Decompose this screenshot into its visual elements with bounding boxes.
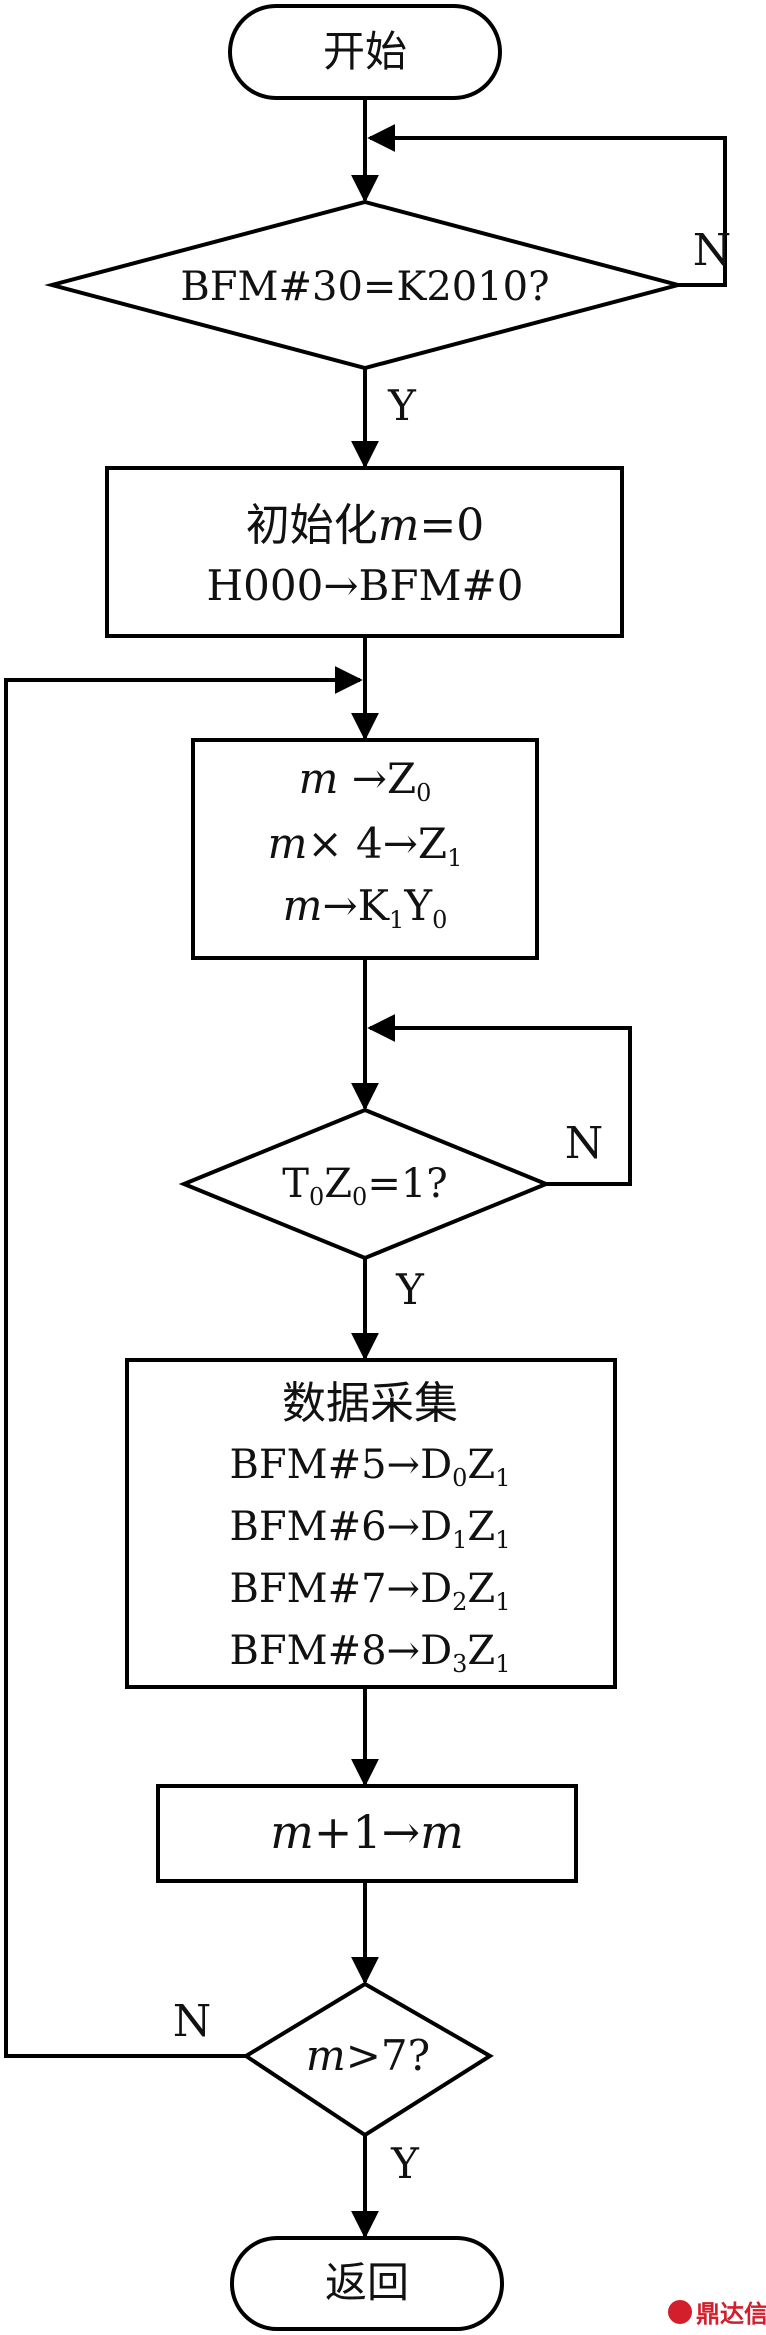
init-cn: 初始化 (246, 500, 378, 551)
decision2-text: T (282, 1161, 309, 1207)
subscript: 1 (452, 1526, 467, 1554)
no-label-1: N (693, 225, 732, 276)
init-line1: 初始化m=0 (246, 500, 485, 551)
loop-arrow (367, 124, 727, 287)
assign-sub: 0 (432, 906, 447, 934)
acquisition-row: BFM#8→D3Z1 (229, 1628, 510, 1678)
assign-text: Y (403, 881, 433, 930)
subscript: 1 (495, 1464, 510, 1492)
init-var: m (378, 500, 420, 551)
no-label-2: N (565, 1118, 604, 1169)
decision-bfm30-text: BFM#30=K2010? (180, 264, 549, 310)
increment-var: m (270, 1805, 314, 1859)
row-text: Z (467, 1566, 495, 1612)
watermark-icon (668, 2300, 692, 2324)
decision2-sub: 0 (352, 1183, 367, 1211)
increment-box (156, 1784, 578, 1883)
decision2-text: Z (324, 1161, 352, 1207)
row-text: BFM#8→D (229, 1628, 452, 1674)
assign-var: m (299, 754, 339, 803)
decision2-text: =1? (367, 1161, 447, 1207)
decision3-text: >7? (346, 2031, 430, 2080)
watermark: 鼎达信 (668, 2300, 766, 2328)
yes-label-3: Y (390, 2139, 420, 2188)
assign-var: m (268, 819, 308, 868)
assign-sub: 1 (389, 906, 404, 934)
assign-line3: m→K1Y0 (283, 881, 448, 934)
assign-line1: m →Z0 (299, 754, 432, 807)
end-terminator (230, 2236, 504, 2331)
init-line2: H000→BFM#0 (207, 561, 524, 610)
assign-text: × 4→Z (307, 819, 447, 868)
assign-box (191, 738, 539, 960)
row-text: BFM#7→D (229, 1566, 452, 1612)
assign-text: →Z (338, 754, 416, 803)
subscript: 1 (495, 1526, 510, 1554)
assign-sub: 1 (447, 844, 462, 872)
init-rest: =0 (419, 500, 484, 551)
yes-label-2: Y (395, 1265, 425, 1314)
decision-m-gt-7-text: m>7? (306, 2031, 430, 2080)
subscript: 0 (452, 1464, 467, 1492)
row-text: BFM#6→D (229, 1504, 452, 1550)
acquisition-title: 数据采集 (282, 1378, 458, 1429)
decision2-sub: 0 (309, 1183, 324, 1211)
acquisition-row: BFM#6→D1Z1 (229, 1504, 510, 1554)
outer-loop-arrow (4, 666, 363, 2058)
acquisition-box (125, 1358, 617, 1689)
increment-var: m (420, 1805, 464, 1859)
loop-arrow (367, 1014, 632, 1186)
increment-mid: +1→ (314, 1805, 420, 1859)
row-text: Z (467, 1504, 495, 1550)
assign-text: →K (322, 881, 390, 930)
subscript: 2 (452, 1588, 467, 1616)
assign-sub: 0 (416, 779, 431, 807)
watermark-text: 鼎达信 (696, 2300, 766, 2328)
row-text: BFM#5→D (229, 1442, 452, 1488)
end-label: 返回 (325, 2258, 409, 2307)
yes-label-1: Y (387, 381, 417, 430)
subscript: 1 (495, 1650, 510, 1678)
row-text: Z (467, 1442, 495, 1488)
assign-var: m (283, 881, 323, 930)
init-box (105, 466, 624, 638)
acquisition-row: BFM#7→D2Z1 (229, 1566, 510, 1616)
start-label: 开始 (323, 27, 407, 76)
decision3-var: m (306, 2031, 346, 2080)
subscript: 1 (495, 1588, 510, 1616)
no-label-3: N (173, 1996, 212, 2047)
assign-line2: m× 4→Z1 (268, 819, 463, 872)
decision-t0z0-text: T0Z0=1? (282, 1161, 447, 1211)
subscript: 3 (452, 1650, 467, 1678)
acquisition-row: BFM#5→D0Z1 (229, 1442, 510, 1492)
row-text: Z (467, 1628, 495, 1674)
increment-text: m+1→m (270, 1805, 464, 1859)
